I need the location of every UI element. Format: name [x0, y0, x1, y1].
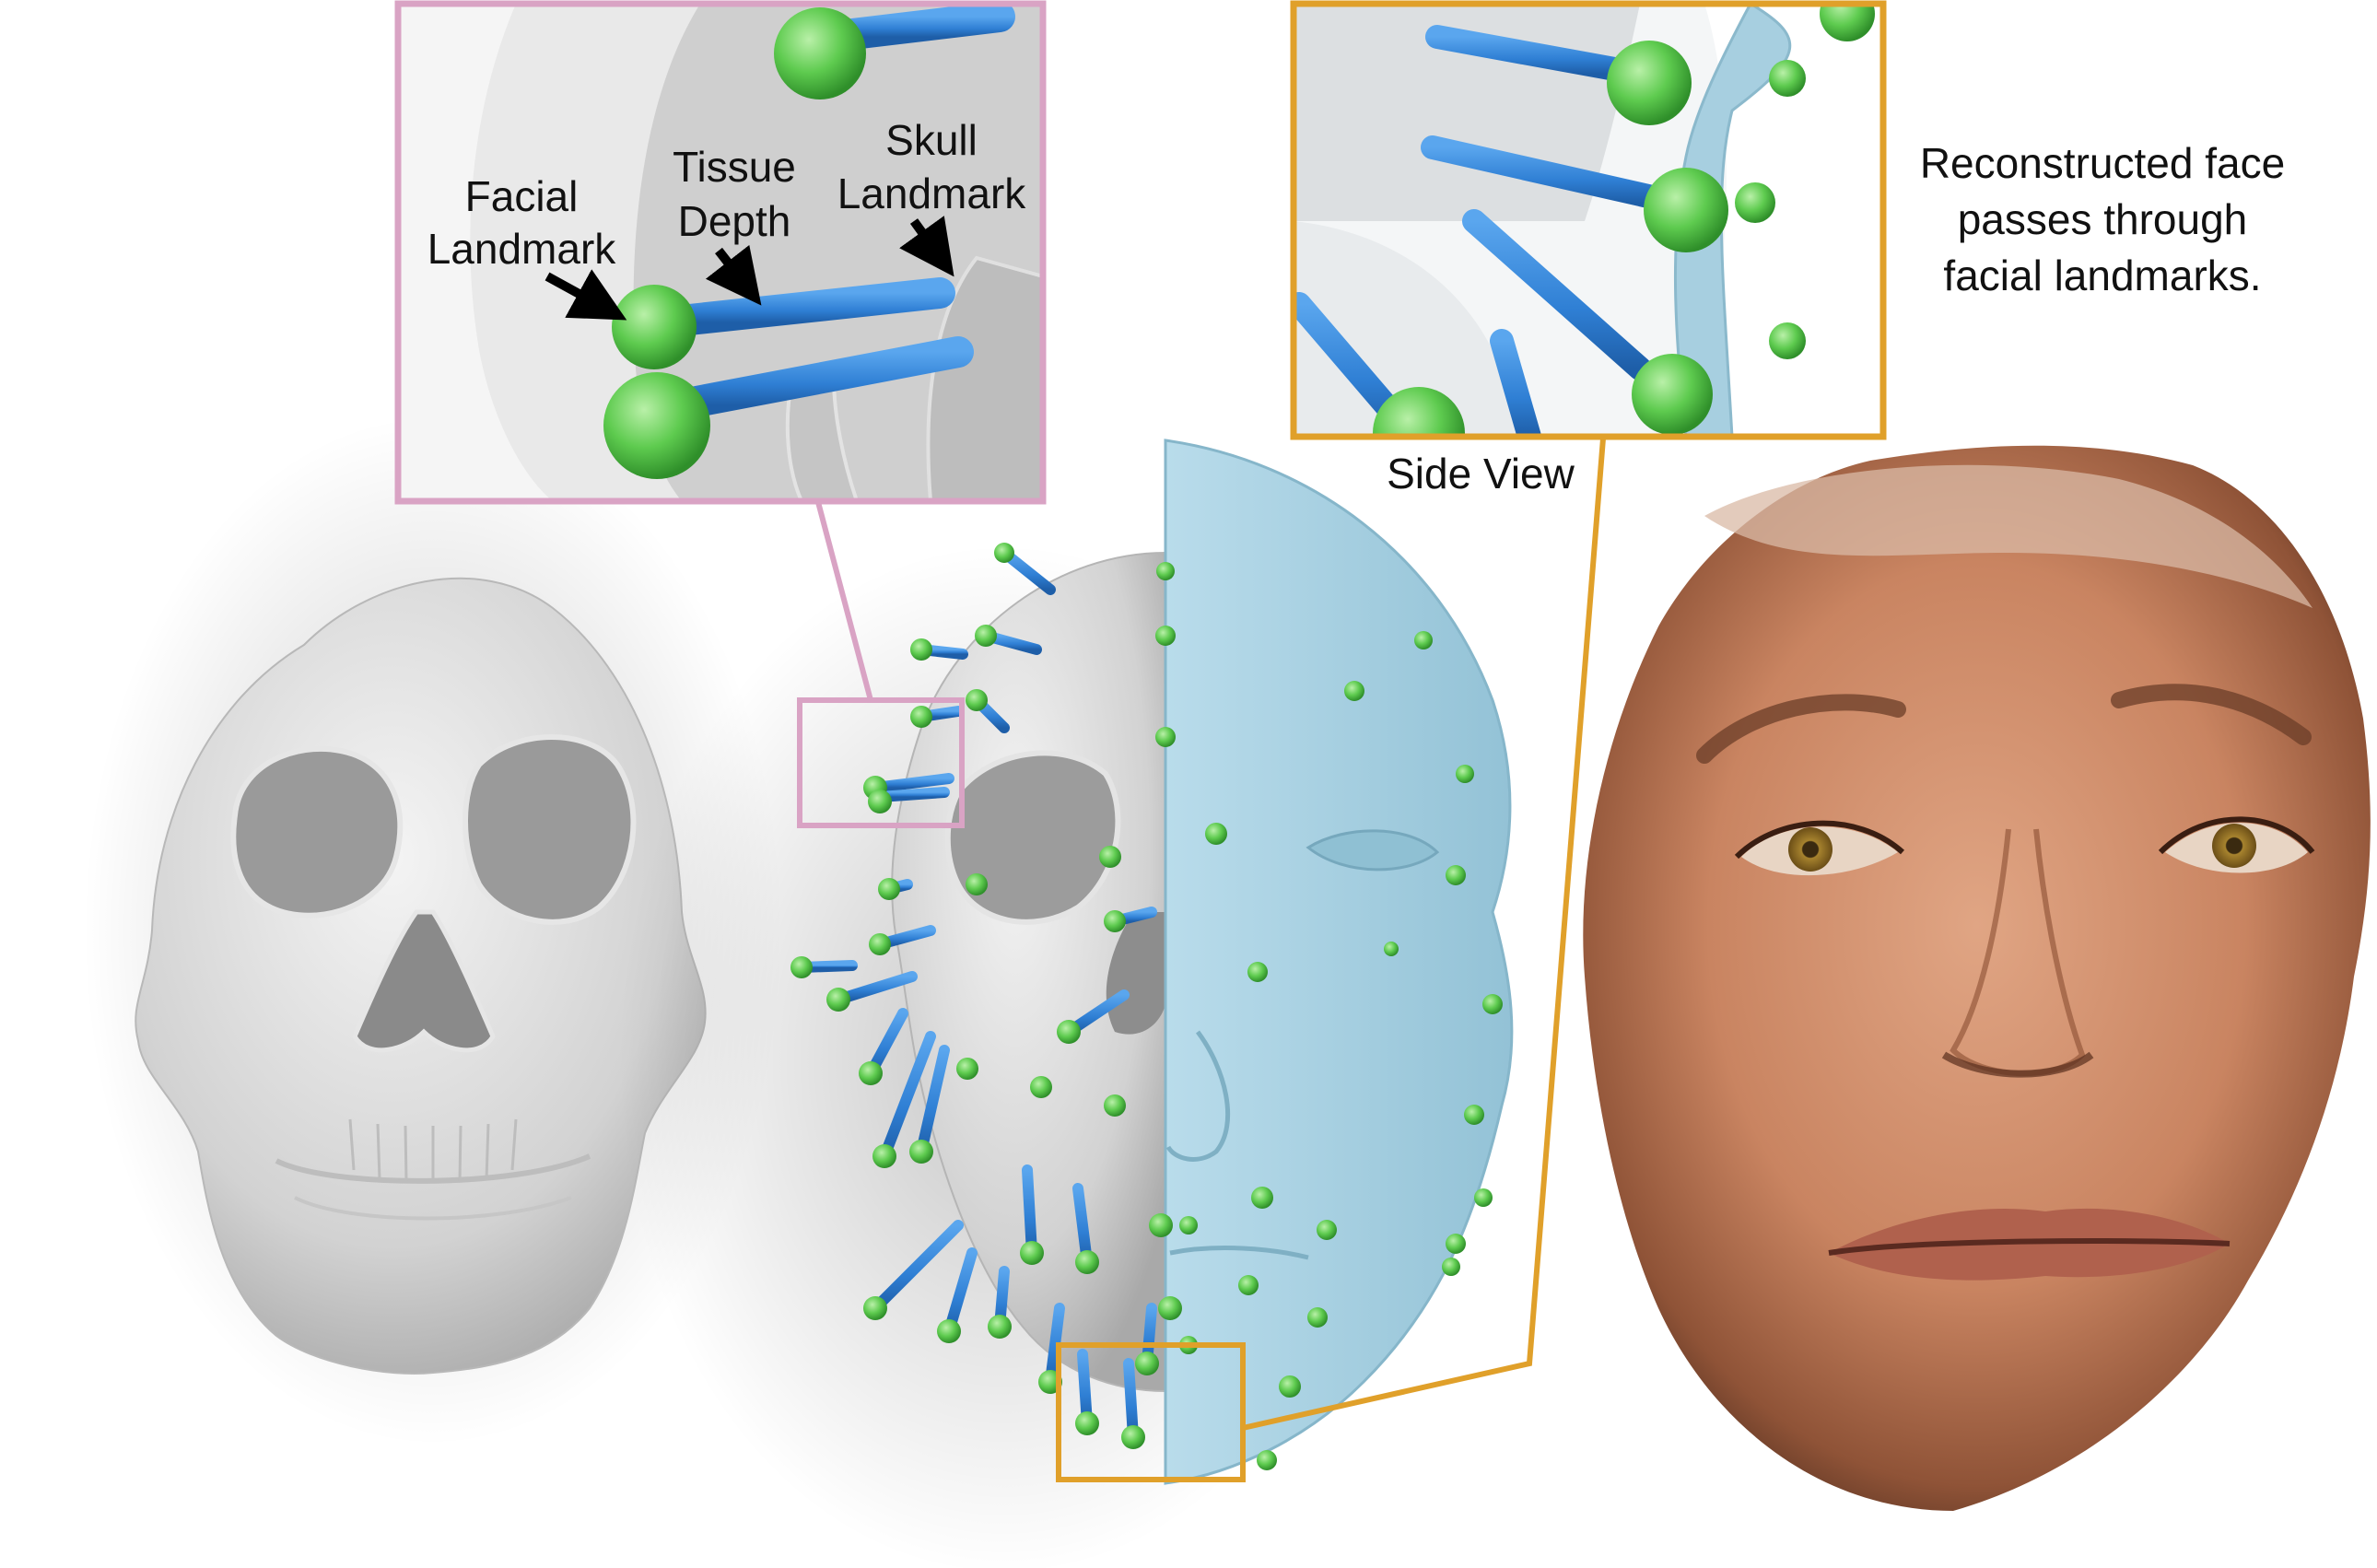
left-eye	[1734, 820, 1905, 876]
left-orbit	[230, 745, 404, 919]
orange-zoom-inset: Side View	[1056, 0, 1887, 1482]
skull-model	[83, 415, 783, 1446]
orange-zoom-frame	[1290, 0, 1887, 440]
caption-line2: passes through	[1958, 195, 2248, 243]
caption-line1: Reconstructed face	[1920, 139, 2285, 187]
nasal-cavity	[352, 909, 496, 1053]
caption: Reconstructed face passes through facial…	[1920, 139, 2285, 299]
facial-landmark-arrow	[544, 269, 627, 321]
facial-landmark-label-line2: Landmark	[427, 225, 617, 273]
orange-zoom-source-box	[1056, 1342, 1246, 1482]
right-eye	[2158, 816, 2315, 873]
caption-line3: facial landmarks.	[1943, 252, 2261, 299]
tissue-depth-arrow	[705, 244, 762, 306]
orange-connector-line	[1242, 438, 1606, 1431]
skull-landmark-arrow	[899, 216, 954, 277]
pink-connector-line	[815, 501, 873, 701]
side-view-label: Side View	[1387, 450, 1575, 497]
reconstructed-face-render	[1583, 445, 2371, 1511]
pink-zoom-inset: Facial Landmark Tissue Depth Skull Landm…	[394, 0, 1047, 828]
right-orbit	[463, 734, 637, 925]
tissue-depth-markers	[790, 543, 1503, 1470]
pink-zoom-frame	[394, 0, 1047, 505]
tissue-depth-label-line1: Tissue	[673, 143, 796, 191]
face-mesh-half	[1164, 439, 1514, 1485]
skull-landmark-label-line1: Skull	[885, 116, 978, 164]
pink-zoom-source-box	[797, 697, 965, 828]
skull-landmark-label-line2: Landmark	[837, 170, 1027, 217]
lips	[1829, 1208, 2230, 1281]
facial-landmark-label-line1: Facial	[465, 172, 579, 220]
tissue-depth-label-line2: Depth	[678, 197, 791, 245]
face-skin	[1583, 445, 2371, 1511]
